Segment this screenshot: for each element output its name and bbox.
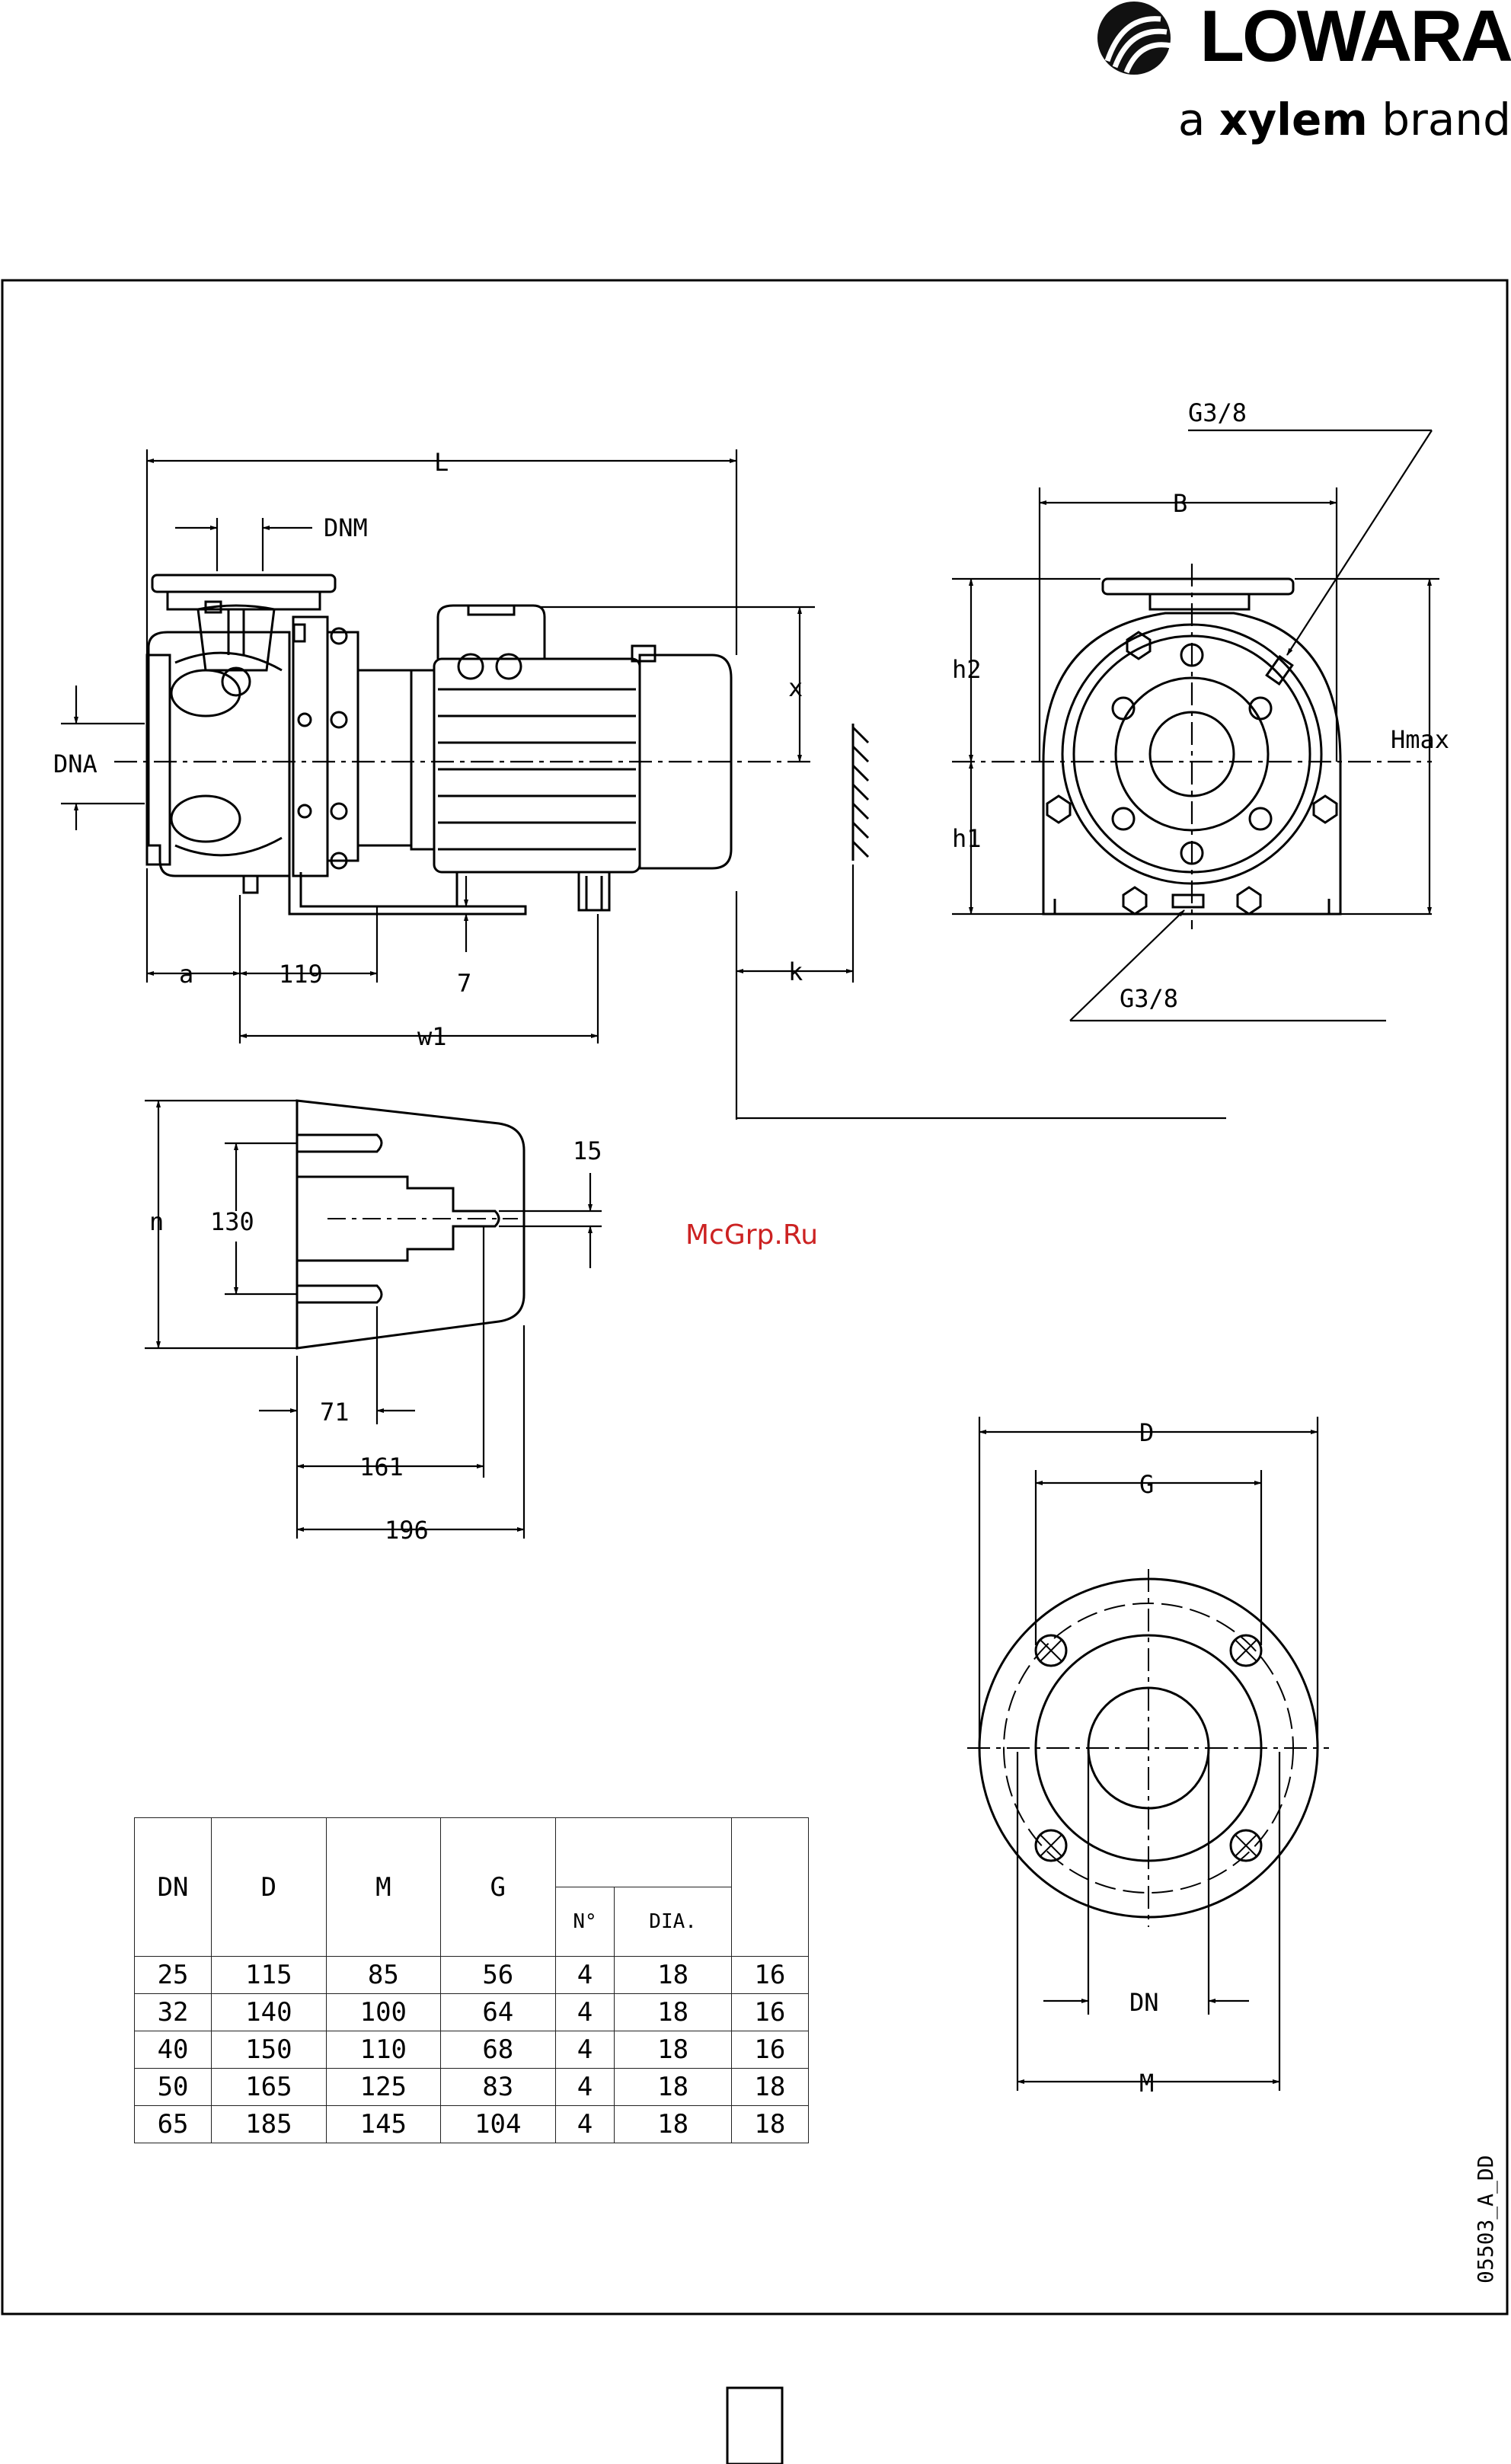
- header-d: D: [212, 1818, 326, 1957]
- label-M: M: [1139, 2069, 1154, 2098]
- table-cell: 4: [555, 2106, 615, 2143]
- label-G: G: [1139, 1470, 1154, 1499]
- header-g: G: [441, 1818, 555, 1957]
- table-cell: 100: [326, 1994, 440, 2031]
- label-g38-bottom: G3/8: [1120, 984, 1178, 1013]
- table-cell: 16: [731, 2031, 808, 2069]
- label-D: D: [1139, 1418, 1154, 1447]
- header-dia: DIA.: [615, 1887, 731, 1957]
- table-cell: 165: [212, 2069, 326, 2106]
- table-cell: 18: [615, 2069, 731, 2106]
- pump-side-view: [147, 575, 731, 914]
- table-cell: 140: [212, 1994, 326, 2031]
- label-15: 15: [573, 1136, 602, 1165]
- label-w1: w1: [417, 1022, 447, 1051]
- label-DNA: DNA: [53, 749, 97, 778]
- table-cell: 65: [135, 2106, 212, 2143]
- table-cell: 64: [441, 1994, 555, 2031]
- label-119: 119: [279, 960, 323, 989]
- table-cell: 4: [555, 2069, 615, 2106]
- side-view-dimensions: [61, 449, 1226, 1120]
- label-L: L: [434, 448, 449, 477]
- table-cell: 16: [731, 1994, 808, 2031]
- label-71: 71: [320, 1398, 350, 1427]
- table-cell: 185: [212, 2106, 326, 2143]
- table-cell: 16: [731, 1957, 808, 1994]
- table-cell: 145: [326, 2106, 440, 2143]
- table-cell: 18: [731, 2069, 808, 2106]
- table-cell: 68: [441, 2031, 555, 2069]
- header-holes-group: [555, 1818, 731, 1887]
- label-B: B: [1173, 489, 1187, 518]
- watermark: McGrp.Ru: [685, 1219, 818, 1251]
- drawing-code: 05503_A_DD: [1473, 2155, 1499, 2283]
- table-cell: 40: [135, 2031, 212, 2069]
- table-cell: 4: [555, 2031, 615, 2069]
- table-cell: 125: [326, 2069, 440, 2106]
- table-cell: 4: [555, 1994, 615, 2031]
- label-7: 7: [457, 969, 471, 998]
- label-h1: h1: [952, 824, 982, 853]
- label-161: 161: [359, 1453, 404, 1481]
- header-dn: DN: [135, 1818, 212, 1957]
- base-plate-labels: n 130 15 71 161 196: [149, 1136, 602, 1545]
- table-cell: 18: [615, 1994, 731, 2031]
- front-view-labels: G3/8 B h2 h1 Hmax G3/8: [952, 398, 1449, 1013]
- page-marker-box: [727, 2388, 782, 2464]
- table-cell: 32: [135, 1994, 212, 2031]
- flange-labels: D G DN M: [1129, 1418, 1159, 2098]
- table-cell: 18: [615, 2031, 731, 2069]
- table-cell: 110: [326, 2031, 440, 2069]
- header-m: M: [326, 1818, 440, 1957]
- header-extra: [731, 1818, 808, 1957]
- label-DN: DN: [1129, 1988, 1159, 2017]
- label-n: n: [149, 1207, 164, 1236]
- flange-view: [967, 1569, 1329, 1927]
- label-Hmax: Hmax: [1391, 725, 1449, 754]
- table-cell: 85: [326, 1957, 440, 1994]
- label-196: 196: [385, 1516, 429, 1545]
- table-cell: 25: [135, 1957, 212, 1994]
- table-cell: 150: [212, 2031, 326, 2069]
- table-cell: 115: [212, 1957, 326, 1994]
- table-cell: 4: [555, 1957, 615, 1994]
- wall-hatch: [853, 724, 868, 861]
- table-cell: 56: [441, 1957, 555, 1994]
- label-130: 130: [210, 1207, 254, 1236]
- table-header-row: DN D M G: [135, 1818, 809, 1887]
- table-cell: 18: [615, 1957, 731, 1994]
- table-cell: 104: [441, 2106, 555, 2143]
- side-view-labels: L DNM DNA x a 119 7 w1 k: [53, 448, 803, 1051]
- label-a: a: [179, 960, 193, 989]
- label-k: k: [788, 957, 803, 986]
- front-view-dimensions: [952, 430, 1439, 1021]
- base-plate-view: [297, 1101, 524, 1348]
- label-DNM: DNM: [324, 513, 368, 542]
- label-x: x: [788, 673, 803, 702]
- label-h2: h2: [952, 655, 982, 684]
- table-cell: 83: [441, 2069, 555, 2106]
- table-cell: 18: [615, 2106, 731, 2143]
- table-cell: 18: [731, 2106, 808, 2143]
- table-cell: 50: [135, 2069, 212, 2106]
- label-g38-top: G3/8: [1188, 398, 1247, 427]
- header-no: N°: [555, 1887, 615, 1957]
